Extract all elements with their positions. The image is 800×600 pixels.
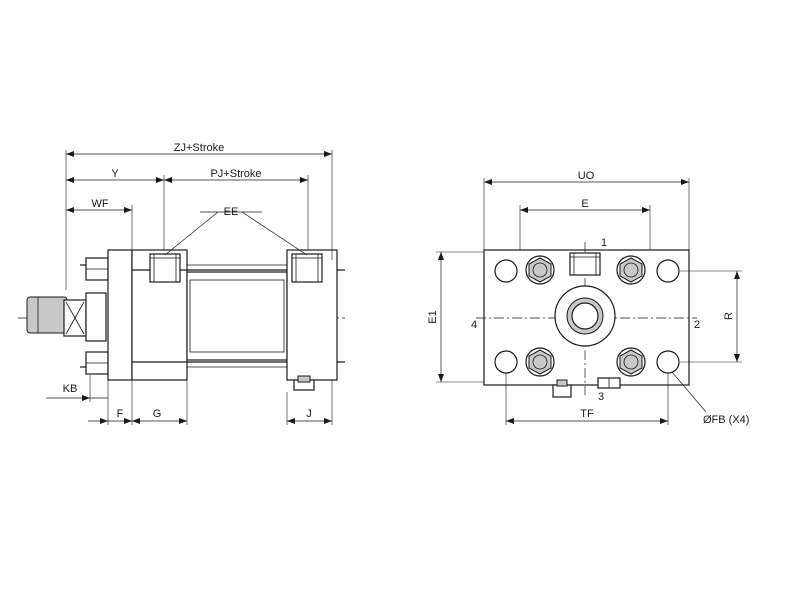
rod-nut-cross-b (65, 301, 85, 335)
mount-hole-tr (656, 259, 680, 283)
port-label-1: 1 (601, 237, 607, 249)
cushion-screw-head (297, 375, 311, 383)
dim-e1-label: E1 (427, 310, 439, 323)
bottom-fitting-left-head (556, 379, 568, 387)
rear-port (291, 253, 323, 283)
rod-gland (85, 292, 107, 342)
port-label-2: 2 (694, 319, 700, 331)
dim-y-label: Y (111, 168, 119, 180)
dim-j-label: J (306, 408, 312, 420)
piston-rod (26, 296, 68, 334)
mount-hole-bl (494, 350, 518, 374)
dim-f-label: F (117, 408, 124, 420)
fb-leader (671, 371, 707, 413)
dim-fb-label: ØFB (X4) (703, 414, 749, 426)
dim-uo-label: UO (578, 170, 595, 182)
dim-kb-label: KB (63, 383, 78, 395)
barrel (186, 271, 288, 361)
ee-leader-right (241, 211, 308, 256)
side-view: ZJ+Stroke Y PJ+Stroke WF EE KB F G J (18, 142, 345, 425)
tie-nut-bl (525, 347, 555, 377)
mount-hole-br (656, 350, 680, 374)
tie-nut-tl (525, 255, 555, 285)
rod-boss-inner (571, 302, 599, 330)
front-port (149, 253, 181, 283)
dim-wf-label: WF (91, 198, 108, 210)
dim-zj-label: ZJ+Stroke (174, 142, 224, 154)
dim-ee-label: EE (224, 206, 239, 218)
bottom-fitting-left (552, 384, 572, 398)
dim-pj-label: PJ+Stroke (210, 168, 261, 180)
tie-nut-tr (616, 255, 646, 285)
tie-nut-br (616, 347, 646, 377)
dim-r-label: R (723, 312, 735, 320)
ee-leader-left (164, 211, 219, 256)
barrel-inner (189, 279, 285, 353)
port-label-4: 4 (471, 319, 477, 331)
dim-e-label: E (581, 198, 588, 210)
dim-tf-label: TF (580, 408, 594, 420)
end-view: 1 2 3 4 UO E E1 R TF ØFB (X4) (427, 170, 749, 426)
front-head (107, 249, 133, 381)
port-1-body (569, 252, 601, 276)
dim-g-label: G (153, 408, 162, 420)
mount-hole-tl (494, 259, 518, 283)
port-label-3: 3 (598, 391, 604, 403)
